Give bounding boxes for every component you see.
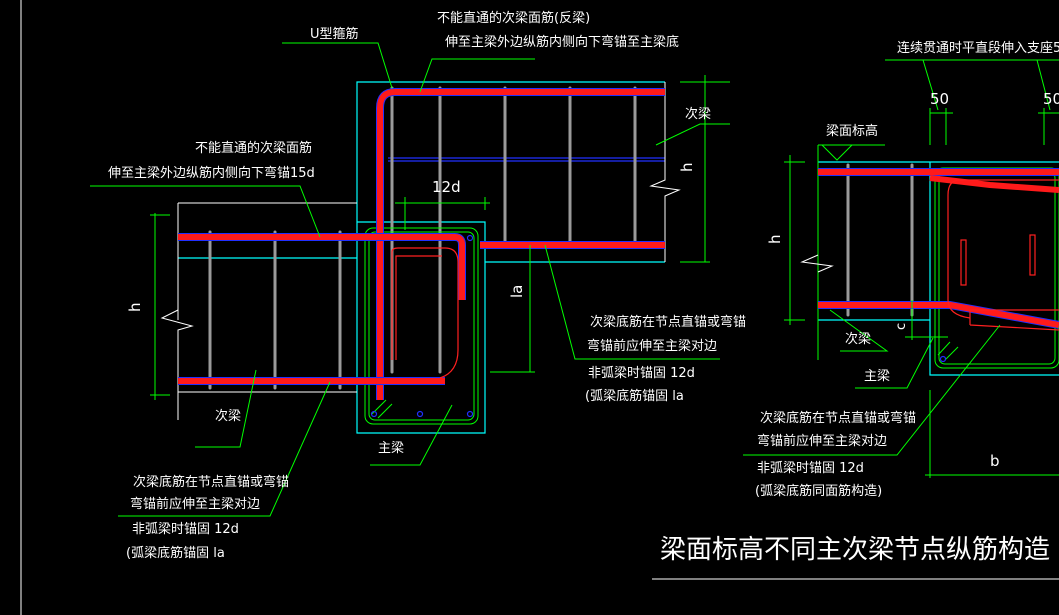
right-beam-outline xyxy=(818,161,1059,376)
main-beam-stirrup-outer xyxy=(364,227,479,425)
dim-la-label: la xyxy=(508,285,526,298)
leader-secondary-beam xyxy=(829,309,889,352)
right-break-symbol xyxy=(800,254,834,273)
right-main-stirrup-outer xyxy=(934,167,1059,369)
dim-c-label: c xyxy=(894,323,909,330)
dim-b-label: b xyxy=(990,452,1000,470)
leader-main-beam xyxy=(370,404,453,466)
main-beam-label: 主梁 xyxy=(864,369,890,384)
dim-c-lines xyxy=(905,300,948,340)
corner-bar xyxy=(466,410,474,418)
leader-upper-secondary-beam xyxy=(655,123,730,146)
dim-h-right-label: h xyxy=(678,162,696,172)
note-line1: 次梁底筋在节点直锚或弯锚 xyxy=(760,410,916,426)
dim-12d-label: 12d xyxy=(432,178,461,196)
main-beam-label: 主梁 xyxy=(378,441,404,456)
drawing-title: 梁面标高不同主次梁节点纵筋构造 xyxy=(660,535,1050,565)
leader-right-note xyxy=(544,244,720,360)
bottom-note-line4: (弧梁底筋锚固 la xyxy=(126,545,225,561)
dim-h-left-label: h xyxy=(126,302,144,312)
right-bottom-rebar xyxy=(818,302,1059,328)
upper-top-rebar xyxy=(377,89,665,400)
lower-top-rebar-edge xyxy=(178,233,466,300)
dim-50-a-label: 50 xyxy=(930,90,949,108)
dim-b-lines xyxy=(925,390,1059,478)
left-note-line1: 不能直通的次梁面筋 xyxy=(195,140,312,156)
beam-top-elevation-label: 梁面标高 xyxy=(826,123,878,139)
secondary-beam-label: 次梁 xyxy=(845,331,871,347)
corner-bar xyxy=(939,355,947,363)
right-lower-red xyxy=(969,309,1059,331)
right-anchor-bar xyxy=(1029,234,1036,276)
dimension-12d: 12d xyxy=(395,178,490,230)
right-hook-bar xyxy=(947,179,1059,319)
note-line2: 弯锚前应伸至主梁对边 xyxy=(757,433,887,449)
top-note-line1: 不能直通的次梁面筋(反梁) xyxy=(437,10,590,26)
right-note-line2: 弯锚前应伸至主梁对边 xyxy=(587,338,717,354)
leader-u-stirrup xyxy=(282,42,393,89)
break-symbol-right xyxy=(649,82,681,262)
corner-bar xyxy=(466,234,474,242)
right-note-line4: (弧梁底筋锚固 la xyxy=(585,388,684,404)
leader-note xyxy=(743,324,1001,456)
main-beam-stirrup-inner xyxy=(368,231,475,421)
dim-h-lines xyxy=(784,155,805,325)
dim-50-b-label: 50 xyxy=(1043,90,1059,108)
lower-top-rebar xyxy=(178,234,465,300)
note-line3: 非弧梁时锚固 12d xyxy=(757,461,864,476)
right-anchor-bar xyxy=(960,239,967,286)
top-note-line2: 伸至主梁外边纵筋内侧向下弯锚至主梁底 xyxy=(445,34,679,50)
right-note-line3: 非弧梁时锚固 12d xyxy=(588,366,695,381)
right-stirrup-hook xyxy=(937,341,959,361)
corner-bar xyxy=(370,410,378,418)
dimension-h-right: h xyxy=(678,75,730,263)
right-sloped-rebar xyxy=(929,175,1059,193)
elevation-marker-icon xyxy=(818,144,885,161)
bottom-note-line3: 非弧梁时锚固 12d xyxy=(132,522,239,537)
u-stirrup-label: U型箍筋 xyxy=(310,26,359,42)
right-detail: 梁面标高 连续贯通时平直段伸入支座50 50 50 h c 次梁 主梁 次梁底筋… xyxy=(743,40,1059,499)
dimension-la: la xyxy=(490,245,535,373)
upper-beam-outline xyxy=(356,81,665,434)
stirrup-hook xyxy=(371,399,393,419)
corner-bar xyxy=(416,410,424,418)
dim-50-b-lines xyxy=(1038,108,1059,145)
leader-lower-secondary-beam xyxy=(195,369,257,448)
left-note-line2: 伸至主梁外边纵筋内侧向下弯锚15d xyxy=(108,165,315,181)
leader-main-beam xyxy=(855,337,934,389)
note-line4: (弧梁底筋同面筋构造) xyxy=(755,483,882,499)
lower-beam-outline xyxy=(178,202,357,393)
leader-top-note xyxy=(419,58,535,93)
bent-anchor-bar-2 xyxy=(395,255,442,360)
bottom-note-line2: 弯锚前应伸至主梁对边 xyxy=(130,496,260,512)
bottom-note-line1: 次梁底筋在节点直锚或弯锚 xyxy=(133,474,289,490)
dim-50-a-lines xyxy=(929,108,953,145)
lower-secondary-beam-label: 次梁 xyxy=(215,408,241,424)
upper-secondary-beam-label: 次梁 xyxy=(685,106,711,122)
right-note-line1: 次梁底筋在节点直锚或弯锚 xyxy=(590,314,746,330)
leader-left-note xyxy=(90,185,321,238)
dim-h-label: h xyxy=(766,234,784,244)
right-main-stirrup-inner xyxy=(938,171,1056,365)
leader-bottom-note xyxy=(118,381,331,517)
dimension-h-left: h xyxy=(126,213,170,400)
lower-stirrups xyxy=(208,230,342,390)
break-symbol-left xyxy=(160,309,194,420)
left-detail: 12d h h la U型箍筋 不能直通的次梁面筋(反梁) 伸至主梁外边纵筋内侧… xyxy=(90,10,746,561)
continuous-note-label: 连续贯通时平直段伸入支座50 xyxy=(897,40,1059,56)
leader-continuous-note xyxy=(885,59,1059,111)
bent-anchor-bar xyxy=(391,247,459,379)
